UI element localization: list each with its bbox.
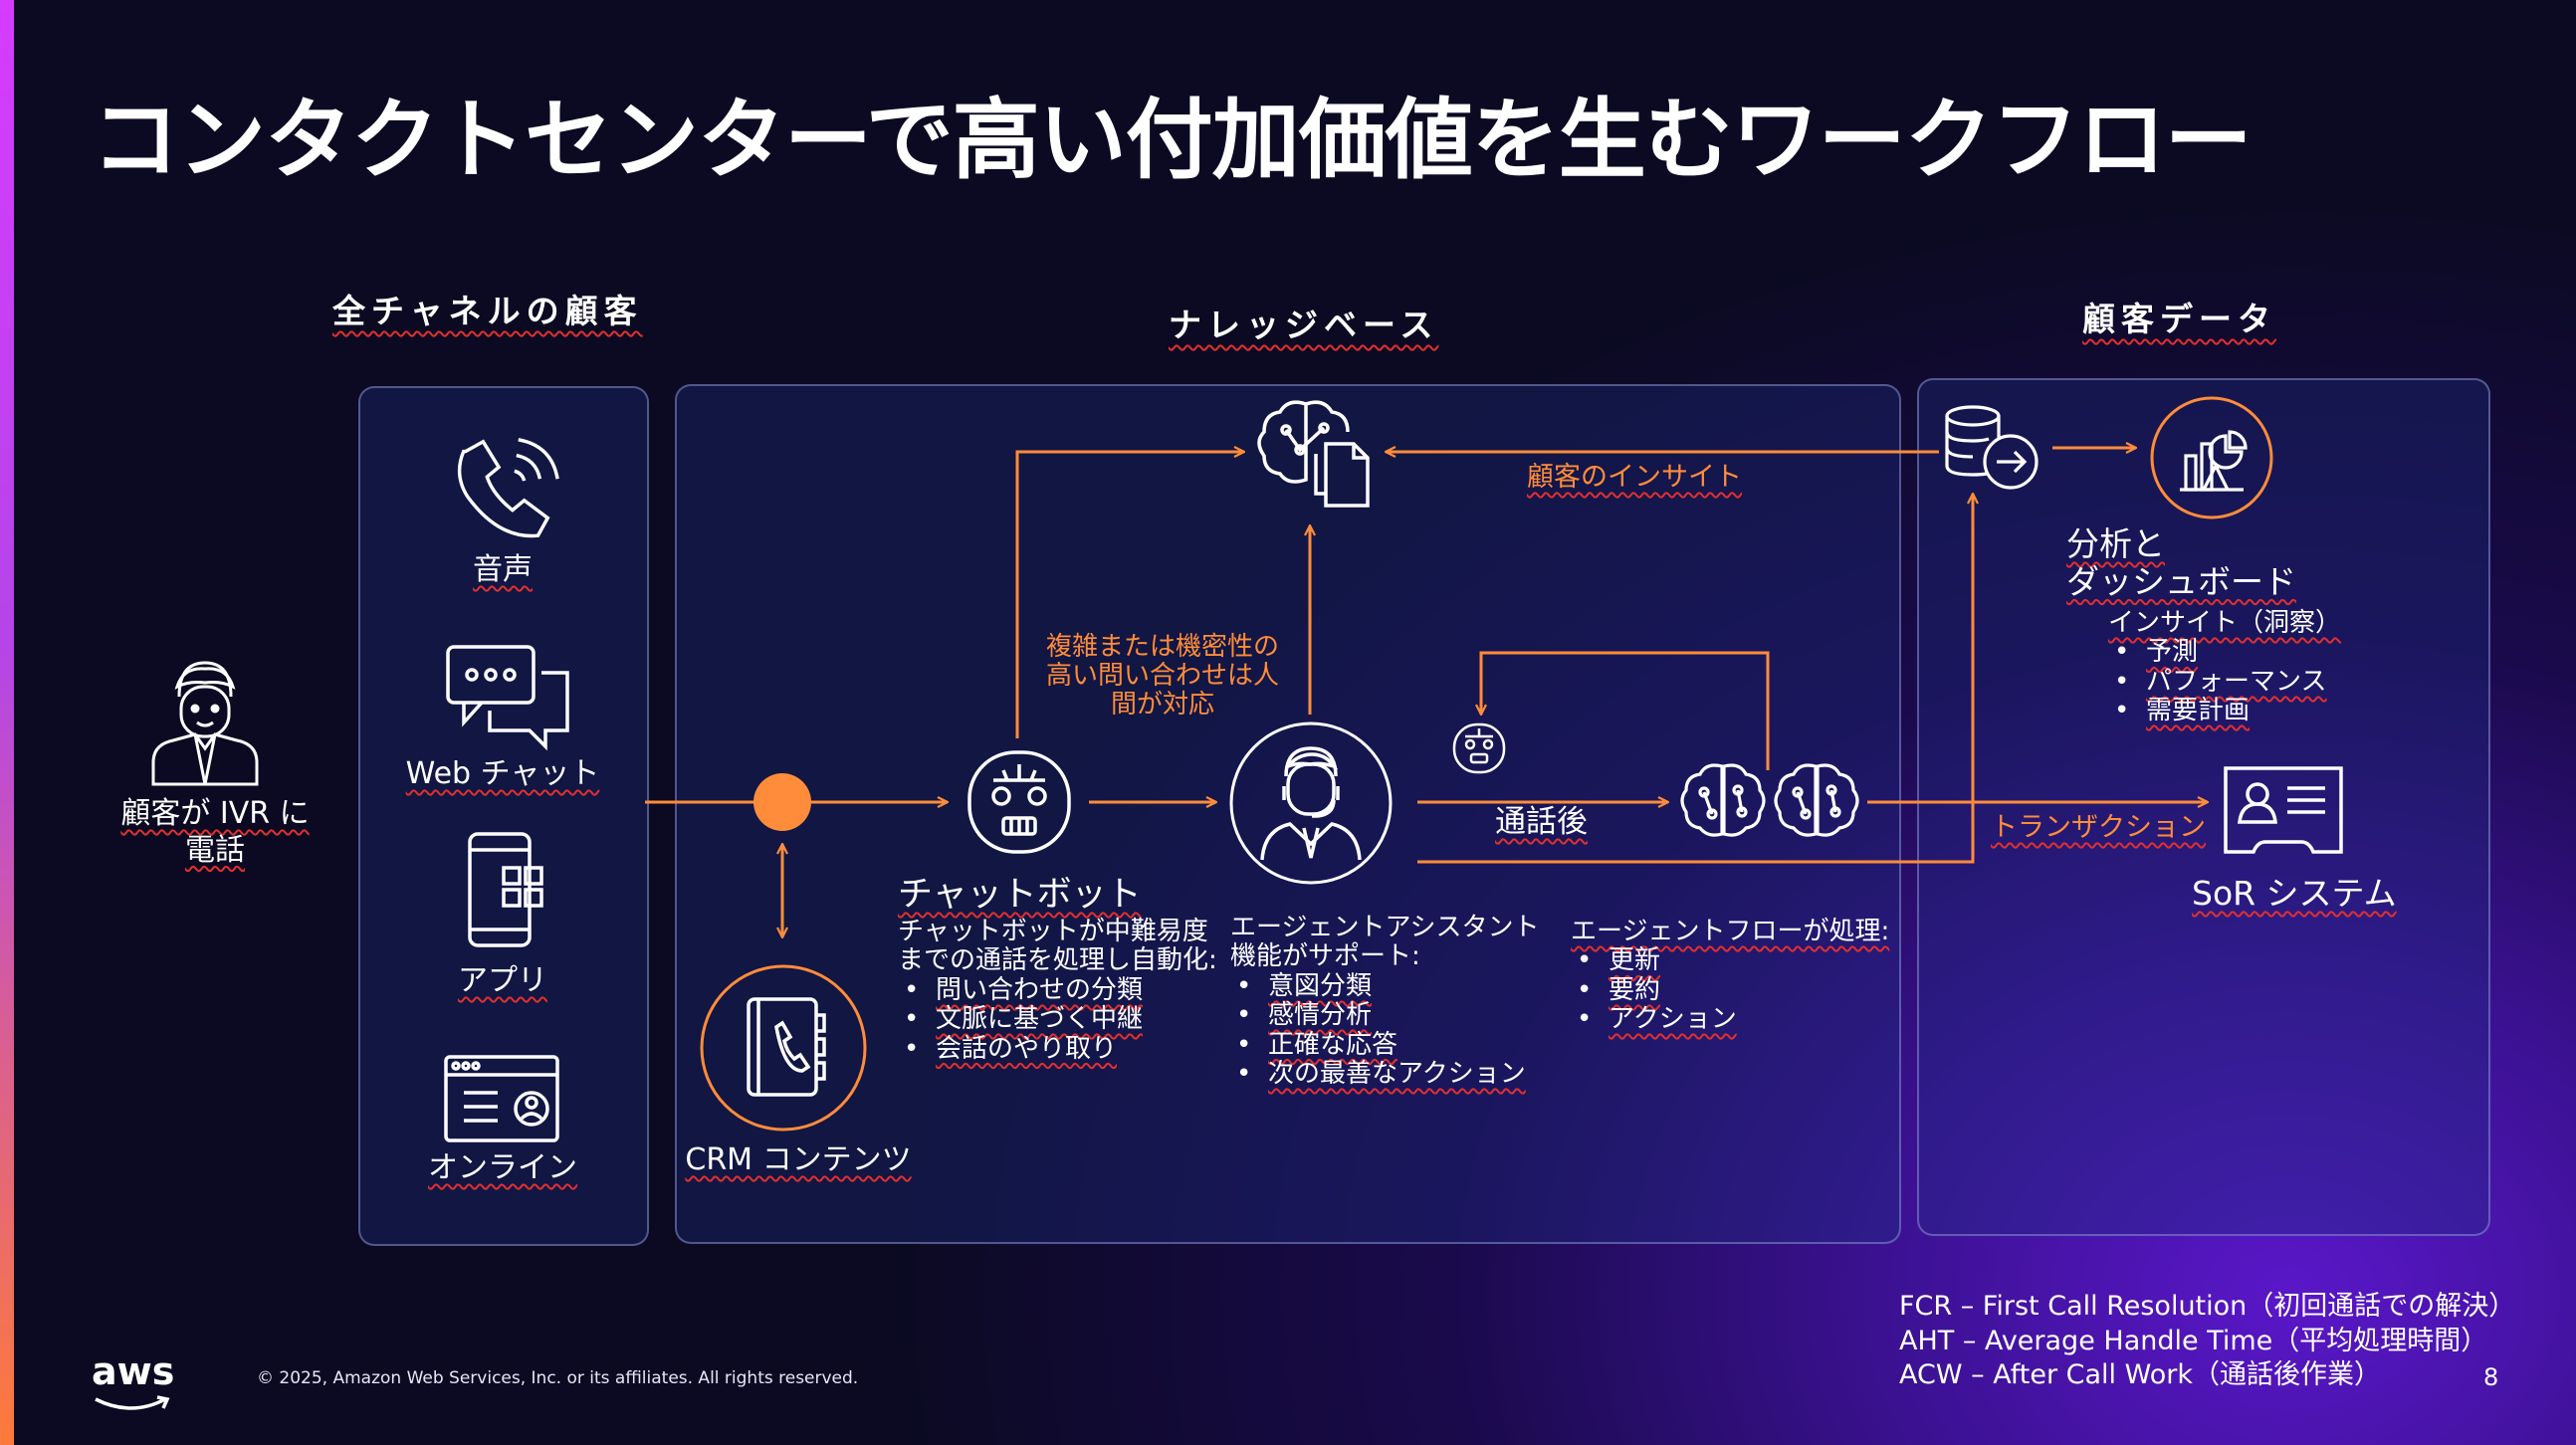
section-heading-channels: 全チャネルの顧客: [332, 292, 643, 330]
abbreviation-glossary: FCR – First Call Resolution（初回通話での解決） AH…: [1899, 1291, 2516, 1391]
analytics-title: 分析と ダッシュボード: [2066, 524, 2296, 601]
channel-label-voice: 音声: [473, 552, 533, 587]
sor-system-card-icon: [2222, 764, 2345, 856]
agent-assist-description: エージェントアシスタント 機能がサポート: 意図分類 感情分析 正確な応答 次の…: [1230, 913, 1539, 1090]
customer-person-icon: [149, 657, 259, 786]
knowledge-base-brain-icon: [1256, 394, 1380, 510]
copyright-notice: © 2025, Amazon Web Services, Inc. or its…: [257, 1368, 859, 1388]
online-browser-icon: [442, 1053, 561, 1144]
chatbot-title: チャットボット: [898, 875, 1142, 915]
crm-contacts-icon: [699, 963, 868, 1133]
chatbot-robot-icon: [964, 744, 1075, 860]
aws-smile-icon: [95, 1395, 170, 1410]
section-heading-customer-data: 顧客データ: [2082, 300, 2276, 338]
agent-flow-brain-icon-1: [1680, 760, 1766, 842]
sor-system-label: SoR システム: [2192, 874, 2397, 913]
customer-insight-label: 顧客のインサイト: [1527, 462, 1742, 493]
transaction-label: トランザクション: [1991, 812, 2206, 843]
channel-label-web-chat: Web チャット: [405, 756, 600, 791]
app-icon: [464, 830, 549, 949]
small-robot-icon: [1451, 721, 1507, 776]
page-number: 8: [2483, 1363, 2499, 1391]
analytics-insight-list: インサイト（洞察） 予測 パフォーマンス 需要計画: [2108, 608, 2341, 726]
chatbot-description: チャットボットが中難易度 までの通話を処理し自動化: 問い合わせの分類 文脈に基…: [898, 917, 1217, 1064]
aws-logo: aws: [92, 1349, 174, 1410]
section-heading-knowledge: ナレッジベース: [1169, 306, 1439, 344]
channel-label-app: アプリ: [458, 963, 547, 998]
page-title: コンタクトセンターで高い付加価値を生むワークフロー: [92, 89, 2253, 191]
agent-headset-icon: [1228, 721, 1394, 886]
agent-flow-description: エージェントフローが処理: 更新 要約 アクション: [1571, 917, 1889, 1035]
channel-label-online: オンライン: [428, 1150, 577, 1185]
phone-icon: [446, 430, 563, 547]
after-call-label: 通話後: [1495, 804, 1588, 840]
agent-flow-brain-icon-2: [1774, 760, 1859, 842]
crm-contents-label: CRM コンテンツ: [685, 1142, 912, 1177]
accent-bar: [0, 0, 14, 1445]
chat-icon: [444, 643, 573, 752]
database-export-icon: [1943, 404, 2042, 494]
complex-inquiry-note: 複雑または機密性の高い問い合わせは人間が対応: [1045, 632, 1279, 721]
analytics-dashboard-icon: [2150, 396, 2273, 519]
customer-label: 顧客が IVR に電話: [120, 796, 310, 868]
